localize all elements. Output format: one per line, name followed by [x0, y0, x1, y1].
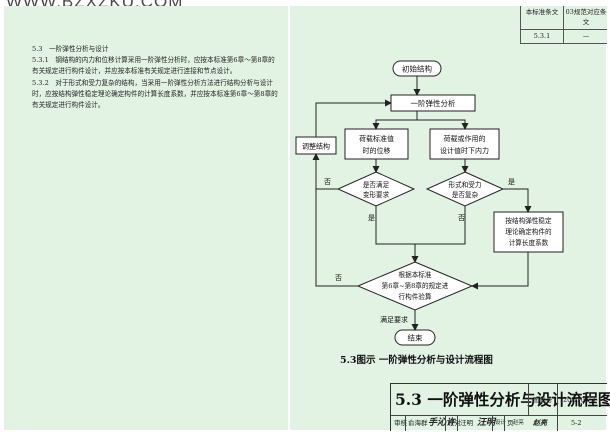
label-check-ok: 满足要求 [380, 315, 408, 324]
atlas-label: 图集号 [533, 396, 553, 404]
flowchart-caption: 5.3图示 一阶弹性分析与设计流程图 [340, 354, 493, 366]
stability-label-1: 按结构弹性稳定 [505, 216, 552, 225]
sig-divider-2 [445, 415, 446, 431]
adjust-label: 调整结构 [302, 142, 330, 151]
check-label-1: 根据本标准 [399, 270, 432, 279]
deformation-decision [336, 171, 416, 207]
deform-label-2: 变形要求 [363, 190, 390, 199]
drawing-title: 5.3 一阶弹性分析与设计流程图 [395, 390, 610, 409]
internal-force-label-2: 设计值时下内力 [440, 146, 489, 155]
page-number: 5-2 [571, 419, 582, 427]
reviewer-signature: 手沁许 [428, 418, 456, 428]
complex-label-1: 形式和受力 [449, 180, 482, 189]
edge-deform-yes [375, 206, 419, 263]
designer-name: 赵亮 [513, 420, 524, 426]
check-label-3: 行构件验算 [399, 292, 432, 301]
clause-5-3-1: 5.3.1 钢结构的内力和位移计算采用一阶弹性分析时，应按本标准第6章～第8章的… [32, 56, 275, 76]
designer-signature: 赵亮 [533, 418, 547, 427]
check-label-2: 第6章~第8章的规定进 [382, 281, 449, 290]
complex-label-2: 是否复杂 [452, 190, 479, 199]
design-label: 设计 [495, 420, 506, 426]
clause-5-3-2: 5.3.2 对于形式和受力复杂的结构，当采用一阶弹性分析方法进行结构分析与设计时… [32, 78, 278, 110]
title-block: 5.3 一阶弹性分析与设计流程图 图集号 20G108-3 页 5-2 审核 俞… [390, 383, 610, 431]
edge-analysis-split [372, 111, 418, 130]
checker-name: 汪明 [460, 419, 473, 427]
label-deform-yes: 是 [368, 214, 375, 222]
atlas-number: 20G108-3 [563, 396, 596, 404]
deform-label-1: 是否满足 [363, 180, 390, 189]
analysis-label: 一阶弹性分析 [411, 98, 456, 108]
section-heading: 5.3 一阶弹性分析与设计 [32, 45, 109, 53]
edge-adjust-analysis [315, 99, 392, 137]
internal-force-label-1: 荷载或作用的 [444, 134, 486, 143]
end-label: 结束 [408, 333, 423, 343]
complexity-decision [425, 171, 505, 207]
start-label: 初始结构 [402, 64, 432, 74]
displacement-label-1: 荷载标准值 [359, 134, 394, 143]
stability-box [493, 211, 564, 253]
label-complex-yes: 是 [508, 178, 515, 186]
ref-col2-header: 03规范对应条文 [565, 8, 607, 26]
sig-divider-3 [457, 415, 458, 431]
review-label: 审核 [394, 419, 407, 427]
sig-divider-1 [405, 415, 406, 431]
check-label: 校对 [448, 419, 461, 427]
ref-divider-h [521, 29, 607, 30]
title-col-divider [528, 384, 529, 415]
displacement-label-2: 时的位移 [363, 146, 391, 155]
stability-label-2: 理论确定构件的 [505, 227, 552, 236]
watermark: WWW.BZXZKU.COM [6, 0, 183, 12]
label-complex-no: 否 [458, 214, 465, 222]
clause-reference-table: 本标准条文 03规范对应条文 5.3.1 — [520, 6, 607, 44]
ref-col1-value: 5.3.1 [533, 32, 551, 40]
stability-label-3: 计算长度系数 [509, 238, 549, 247]
edge-check-no-adjust [315, 189, 358, 287]
label-deform-no: 否 [324, 178, 331, 186]
edge-complex-yes [503, 188, 532, 213]
atlas-col-divider [557, 384, 558, 431]
ref-col2-value: — [582, 32, 590, 40]
reviewer-name: 俞海群 [408, 419, 428, 427]
checker-signature: 汪明 [477, 418, 496, 428]
left-text-panel [4, 6, 288, 430]
clause-text: 5.3 一阶弹性分析与设计 5.3.1 钢结构的内力和位移计算采用一阶弹性分析时… [32, 44, 280, 111]
title-row-divider [391, 415, 607, 416]
ref-col1-header: 本标准条文 [525, 8, 559, 16]
edge-analysis-split-right [417, 119, 469, 130]
ref-divider-v [563, 6, 564, 43]
page-label: 页 [507, 419, 514, 427]
edge-stability-check [471, 252, 529, 290]
label-check-no: 否 [335, 274, 342, 282]
sig-divider-5 [504, 415, 505, 431]
edge-complex-no [415, 206, 466, 245]
sig-divider-4 [492, 415, 493, 431]
